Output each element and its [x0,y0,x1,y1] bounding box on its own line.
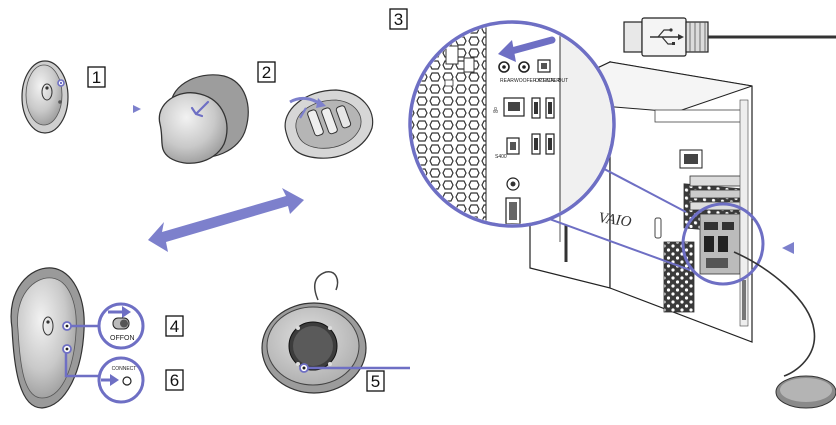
step-4-box: 4 [165,315,184,337]
step-1-label: 1 [92,68,101,87]
step2-mouse-open [284,89,374,159]
step-6-box: 6 [165,369,184,391]
step-5-label: 5 [371,372,380,391]
step4-mouse-bottom [10,267,100,409]
switch-callout: OFF ON [97,302,145,350]
port-label-optical: OPTICAL OUT [535,78,568,84]
step-4-label: 4 [170,317,179,336]
step-5-box: 5 [366,370,385,392]
switch-on-label: ON [124,335,135,342]
port-highlight [681,202,765,286]
step-2-label: 2 [262,63,271,82]
step-6-label: 6 [170,371,179,390]
step-2-box: 2 [257,61,276,83]
svg-text:品: 品 [493,108,498,114]
arrow-icon [782,242,794,254]
arrow-icon [148,188,304,252]
step5-receiver [261,271,410,394]
step-1-box: 1 [87,66,106,88]
step-3-box: 3 [389,8,408,30]
step-3-label: 3 [394,10,403,29]
port-label-woofer: WOOFER /CENTER [514,78,560,84]
connect-label: CONNECT [112,366,137,372]
arrow-icon [133,105,141,113]
usb-plug [623,17,836,57]
step1-mouse-bottom [21,60,69,134]
usb-icon [650,28,684,45]
receiver-cable [733,251,816,377]
port-label-s400: S400 [495,154,507,160]
port-label-rear: REAR [500,78,514,84]
vaio-logo: VAIO [597,210,632,230]
connect-callout: CONNECT [97,356,145,404]
switch-off-label: OFF [110,335,124,342]
receiver-puck [775,375,836,409]
step2-mouse-cover [158,74,249,164]
